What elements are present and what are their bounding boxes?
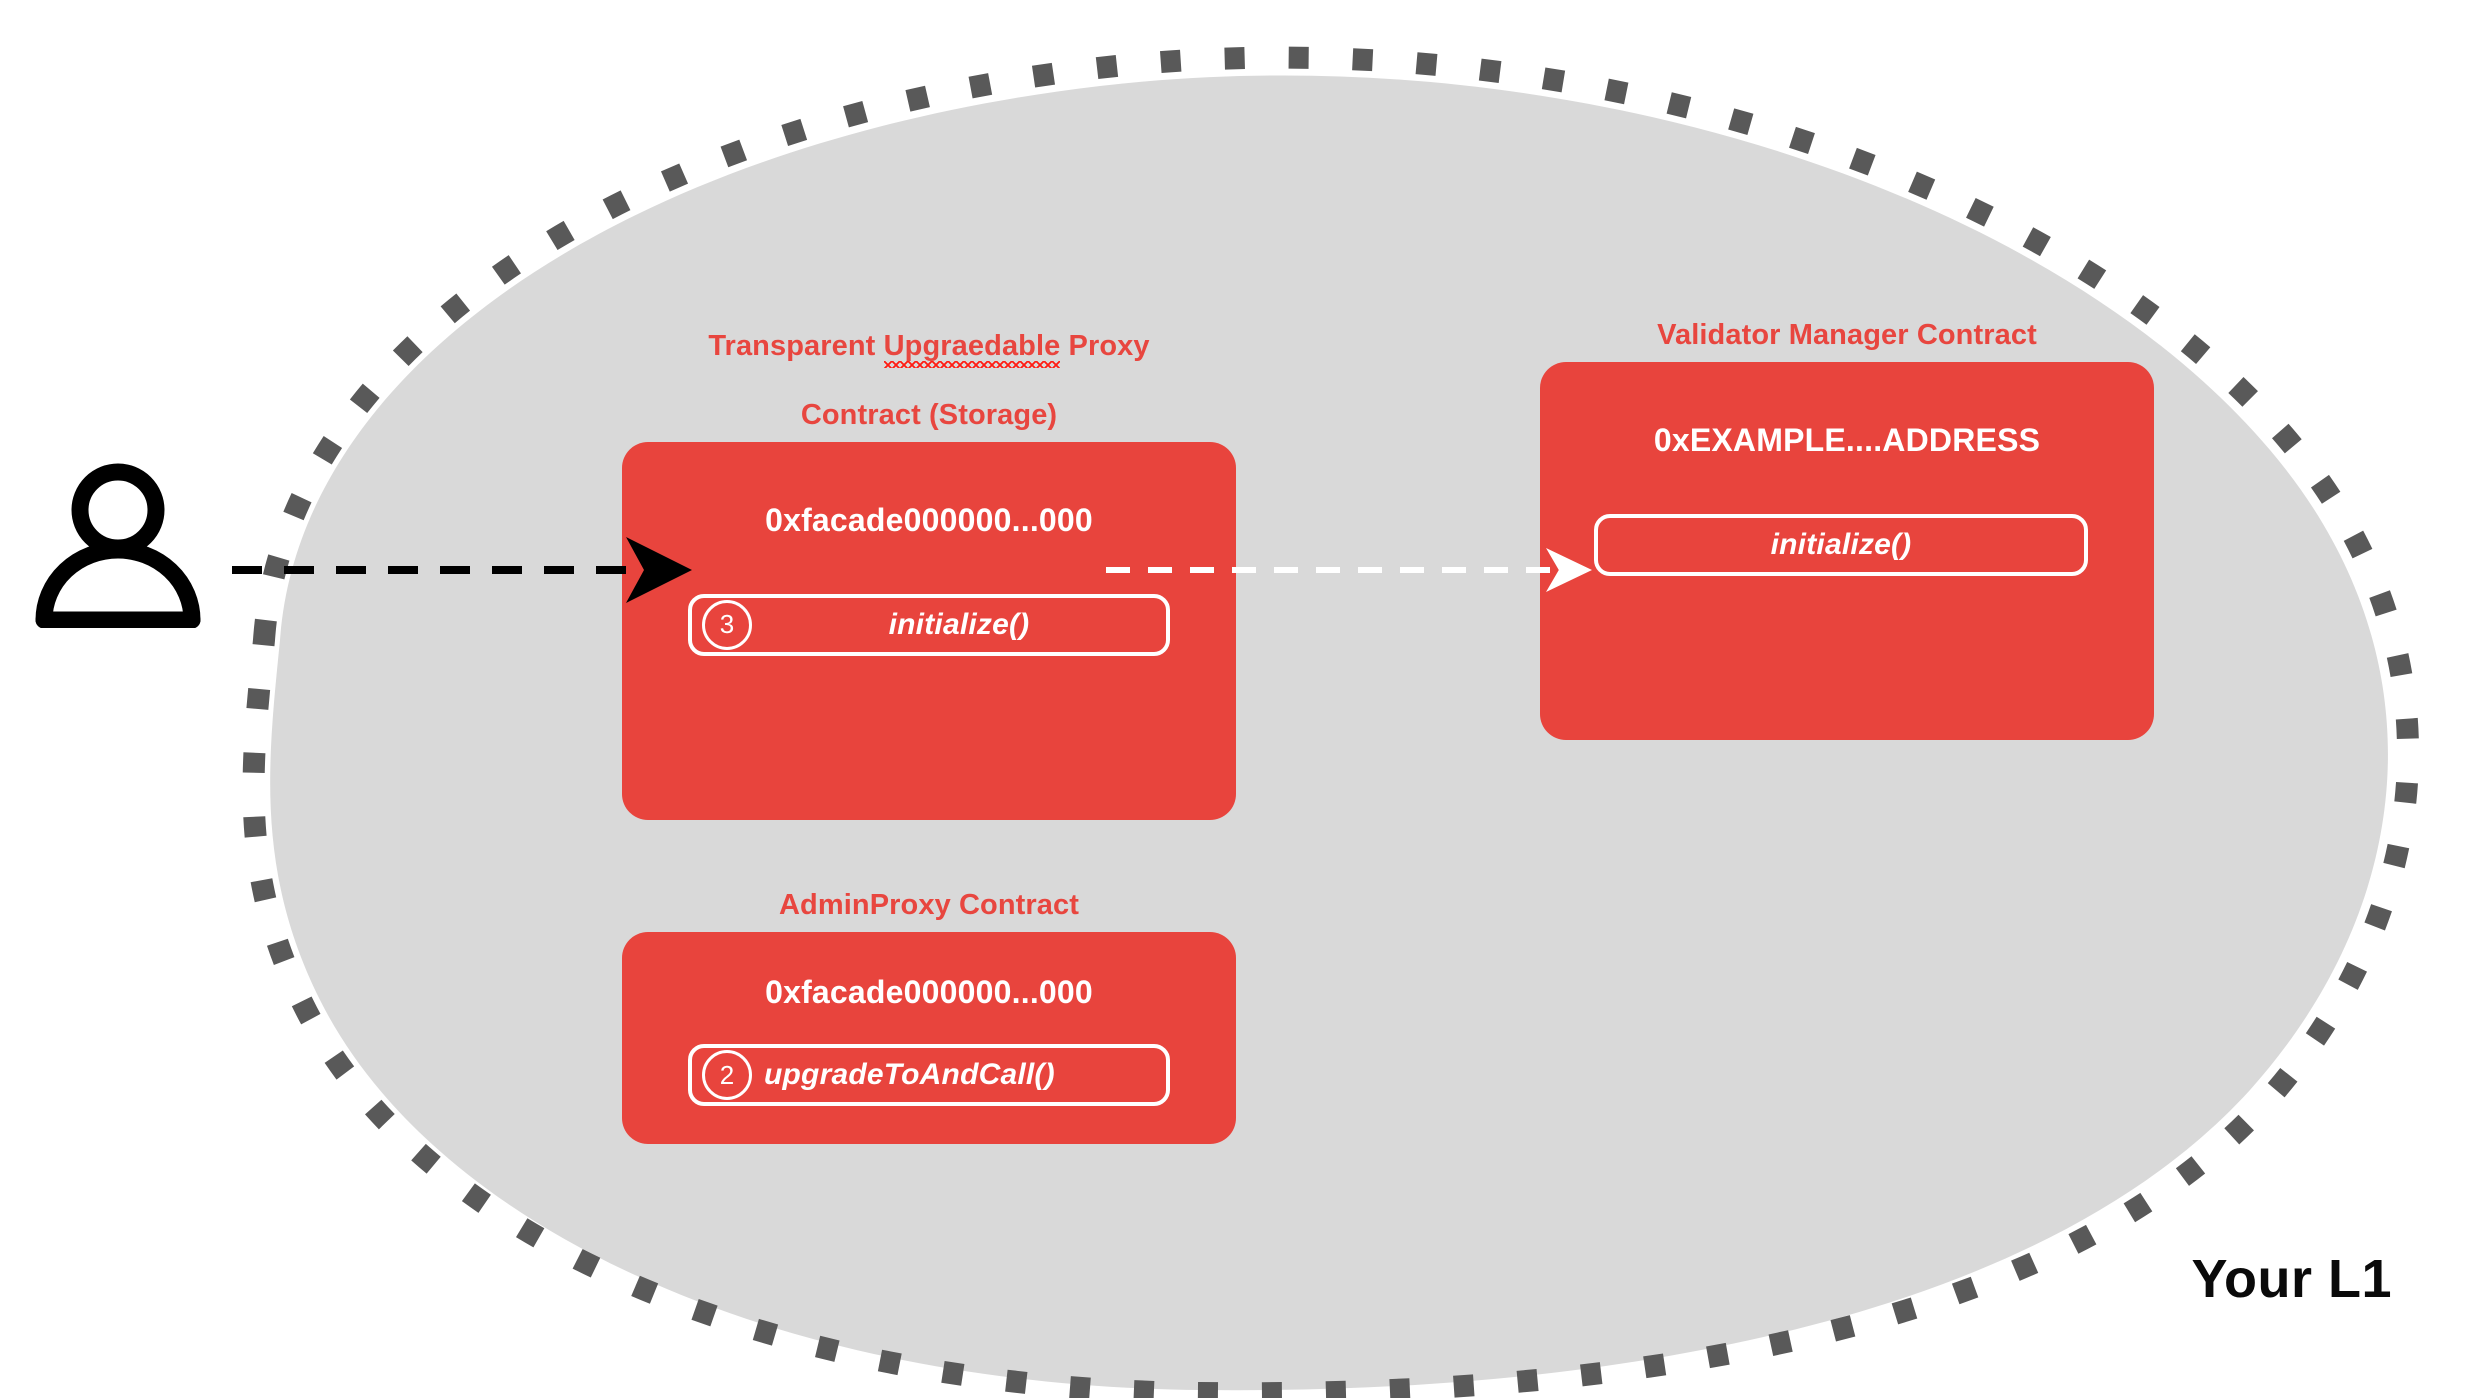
user-actor xyxy=(30,462,206,629)
contract-box-admin-proxy[interactable]: 0xfacade000000...000 2 upgradeToAndCall(… xyxy=(622,932,1236,1145)
title-text-part-2: Proxy xyxy=(1060,330,1150,363)
step-badge-3: 3 xyxy=(702,599,752,650)
contract-title-transparent-proxy: Transparent Upgraedable Proxy Contract (… xyxy=(622,295,1236,432)
contract-title-admin-proxy: AdminProxy Contract xyxy=(779,889,1079,921)
step-badge-2: 2 xyxy=(702,1050,752,1101)
title-misspelled-word: Upgraedable xyxy=(883,330,1061,369)
contract-address-validator-manager: 0xEXAMPLE....ADDRESS xyxy=(1653,422,2041,459)
contract-address-transparent-proxy: 0xfacade000000...000 xyxy=(765,501,1093,538)
title-text-part-1: Transparent xyxy=(708,330,884,363)
method-label-initialize-validator: initialize() xyxy=(1770,528,1912,562)
method-pill-initialize-validator[interactable]: initialize() xyxy=(1594,514,2088,577)
contract-box-transparent-proxy[interactable]: 0xfacade000000...000 3 initialize() xyxy=(622,441,1236,820)
person-icon xyxy=(35,463,201,629)
contract-address-admin-proxy: 0xfacade000000...000 xyxy=(765,974,1093,1011)
blob-dashed-outline xyxy=(242,46,2419,1398)
method-pill-initialize-proxy[interactable]: 3 initialize() xyxy=(688,593,1170,656)
network-label: Your L1 xyxy=(2191,1249,2392,1309)
contract-box-validator-manager[interactable]: 0xEXAMPLE....ADDRESS initialize() xyxy=(1540,362,2154,741)
contract-title-validator-manager: Validator Manager Contract xyxy=(1657,319,2037,351)
contract-admin-proxy: AdminProxy Contract 0xfacade000000...000… xyxy=(622,888,1236,1145)
method-pill-upgrade-to-and-call[interactable]: 2 upgradeToAndCall() xyxy=(688,1044,1170,1107)
contract-transparent-proxy: Transparent Upgraedable Proxy Contract (… xyxy=(622,295,1236,820)
title-text-line2: Contract (Storage) xyxy=(800,398,1058,431)
contract-validator-manager: Validator Manager Contract 0xEXAMPLE....… xyxy=(1540,318,2154,741)
method-label-upgrade-to-and-call: upgradeToAndCall() xyxy=(764,1058,1055,1092)
method-label-initialize: initialize() xyxy=(888,607,1030,641)
